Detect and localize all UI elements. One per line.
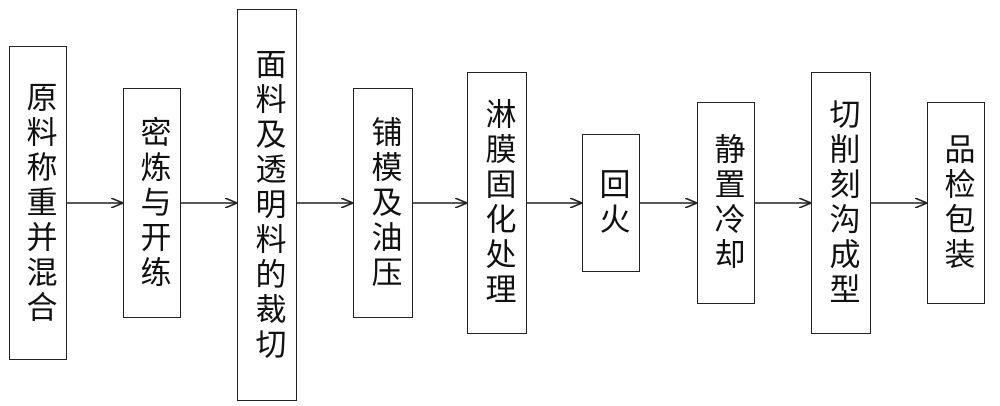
step-cutting-label: 面料及透明料的裁切 — [249, 47, 286, 363]
step-mixing-label: 密炼与开练 — [134, 115, 171, 291]
step-mixing-box: 密炼与开练 — [123, 88, 181, 318]
step-grooving-box: 切削刻沟成型 — [811, 72, 871, 334]
step-raw-material-box: 原料称重并混合 — [9, 46, 67, 360]
step-tempering-box: 回火 — [582, 134, 640, 272]
step-grooving-label: 切削刻沟成型 — [823, 98, 860, 308]
step-cutting-box: 面料及透明料的裁切 — [237, 9, 297, 401]
step-tempering-label: 回火 — [593, 168, 630, 238]
step-molding-label: 铺模及油压 — [365, 115, 402, 291]
step-cooling-label: 静置冷却 — [708, 133, 745, 273]
step-cooling-box: 静置冷却 — [697, 102, 755, 304]
step-packaging-label: 品检包装 — [938, 133, 975, 273]
step-film-curing-box: 淋膜固化处理 — [467, 72, 527, 334]
step-packaging-box: 品检包装 — [927, 102, 985, 304]
step-film-curing-label: 淋膜固化处理 — [479, 98, 516, 308]
step-raw-material-label: 原料称重并混合 — [20, 80, 57, 326]
step-molding-box: 铺模及油压 — [353, 88, 413, 318]
